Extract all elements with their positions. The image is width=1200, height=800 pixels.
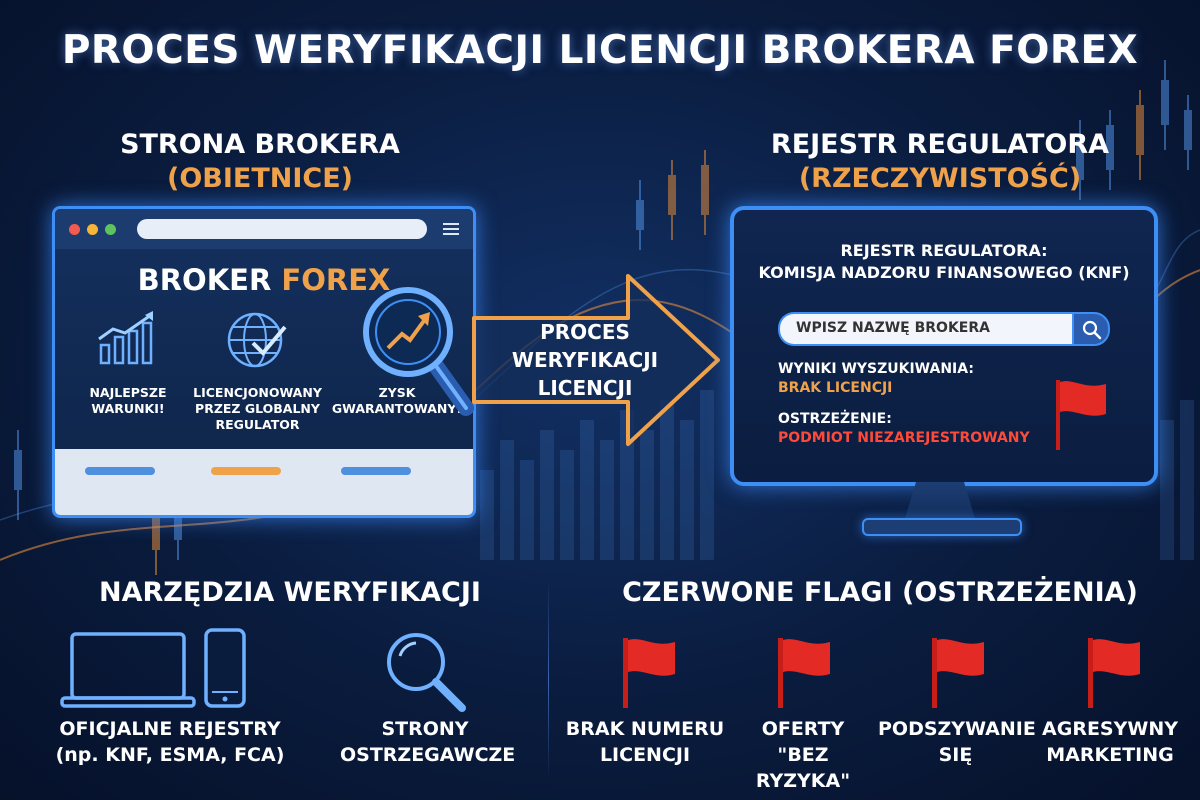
- monitor-stand-base: [862, 518, 1022, 536]
- regulator-heading-text: REJESTR REGULATORA: [770, 129, 1110, 160]
- red-flag-icon: [932, 638, 984, 708]
- regulator-subheading: (RZECZYWISTOŚĆ): [798, 163, 1082, 194]
- broker-search-input[interactable]: WPISZ NAZWĘ BROKERA: [778, 312, 1072, 346]
- hamburger-menu-icon: [443, 223, 459, 235]
- flag-no-license-number: BRAK NUMERU LICENCJI: [565, 718, 725, 766]
- footer-pill-2: [211, 467, 281, 475]
- monitor-header: REJESTR REGULATORA: KOMISJA NADZORU FINA…: [758, 241, 1130, 282]
- red-flag-icon: [778, 638, 830, 708]
- feature-licensed: LICENCJONOWANY PRZEZ GLOBALNY REGULATOR: [193, 385, 322, 432]
- warning-label: OSTRZEŻENIE:: [778, 411, 892, 427]
- tool-warning-sites: STRONY OSTRZEGAWCZE: [340, 718, 516, 766]
- footer-pill-3: [341, 467, 411, 475]
- tool-official-registers: OFICJALNE REJESTRY (np. KNF, ESMA, FCA): [55, 718, 285, 766]
- results-label: WYNIKI WYSZUKIWANIA:: [778, 361, 974, 377]
- verification-process-arrow: [472, 274, 720, 446]
- regulator-monitor: REJESTR REGULATORA: KOMISJA NADZORU FINA…: [730, 206, 1158, 486]
- arrow-label: PROCES WERYFIKACJI LICENCJI: [511, 320, 659, 400]
- red-flag-icon: [1088, 638, 1140, 708]
- browser-toolbar: [55, 209, 473, 249]
- flag-impersonation: PODSZYWANIE SIĘ: [878, 718, 1036, 766]
- magnifier-chart-icon: [363, 287, 474, 416]
- laptop-phone-icon: [60, 628, 246, 708]
- broker-brand: BROKER FOREX: [55, 263, 473, 297]
- window-maximize-dot: [105, 224, 116, 235]
- window-minimize-dot: [87, 224, 98, 235]
- broker-site-heading-text: STRONA BROKERA: [120, 129, 400, 160]
- flag-aggressive-marketing: AGRESYWNY MARKETING: [1042, 718, 1178, 766]
- broker-site-subheading: (OBIETNICE): [166, 163, 354, 194]
- feature-guaranteed-profit: ZYSK GWARANTOWANY!: [331, 385, 463, 416]
- regulator-heading: REJESTR REGULATORA (RZECZYWISTOŚĆ): [740, 128, 1140, 196]
- broker-brand-part1: BROKER: [137, 263, 272, 297]
- broker-browser-window: BROKER FOREX NAJLEPSZE WARUNKI! LICENCJO…: [52, 206, 476, 518]
- search-icon: [1082, 320, 1102, 340]
- search-button[interactable]: [1072, 312, 1110, 346]
- section-divider: [548, 580, 549, 780]
- red-flags-heading: CZERWONE FLAGI (OSTRZEŻENIA): [622, 577, 1138, 608]
- footer-pill-1: [85, 467, 155, 475]
- search-placeholder: WPISZ NAZWĘ BROKERA: [796, 320, 990, 336]
- tools-heading: NARZĘDZIA WERYFIKACJI: [99, 577, 481, 608]
- broker-brand-part2: FOREX: [281, 263, 391, 297]
- flag-no-risk-offers: OFERTY "BEZ RYZYKA": [755, 718, 851, 792]
- feature-best-conditions: NAJLEPSZE WARUNKI!: [89, 385, 167, 416]
- red-flag-icon: [1056, 380, 1106, 450]
- results-value: BRAK LICENCJI: [778, 380, 893, 396]
- bar-chart-icon: [98, 311, 153, 365]
- browser-footer-strip: [55, 449, 473, 515]
- window-close-dot: [69, 224, 80, 235]
- globe-check-icon: [227, 312, 287, 368]
- broker-site-heading: STRONA BROKERA (OBIETNICE): [60, 128, 460, 196]
- warning-value: PODMIOT NIEZAREJESTROWANY: [778, 430, 1030, 446]
- monitor-stand-neck: [904, 482, 976, 522]
- page-title: PROCES WERYFIKACJI LICENCJI BROKERA FORE…: [61, 28, 1139, 73]
- red-flag-icon: [623, 638, 675, 708]
- magnifier-icon: [387, 633, 466, 712]
- browser-url-bar: [137, 219, 427, 239]
